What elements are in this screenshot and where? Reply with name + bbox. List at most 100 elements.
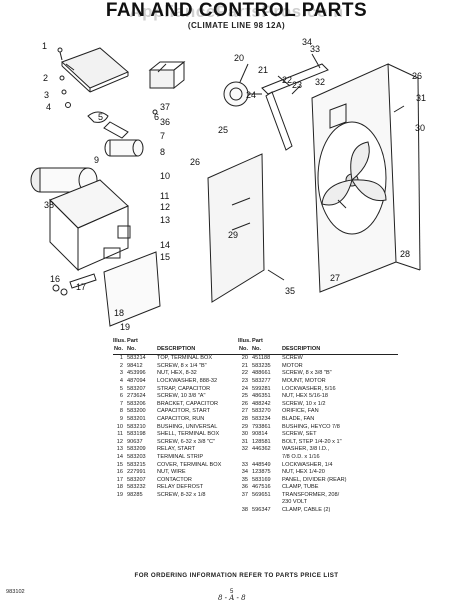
cell-no: 13 (116, 446, 123, 453)
cell-no: 23 (241, 377, 248, 384)
cell-desc: SCREW, SET (282, 431, 317, 438)
page-title: FAN AND CONTROL PARTS (105, 0, 368, 21)
callout-20: 20 (234, 53, 244, 63)
table-row: 4 487094 LOCKWASHER, 888-32 (113, 378, 273, 386)
cell-part: 583277 (252, 377, 271, 384)
callout-13: 13 (160, 215, 170, 225)
cell-desc: SCREW, 10 3/8 "A" (157, 393, 206, 400)
cell-part: 583198 (127, 431, 146, 438)
cell-desc: SCREW, 10 x 1/2 (282, 400, 326, 407)
callout-1: 1 (42, 41, 47, 51)
table-row: 13 583209 RELAY, START (113, 446, 273, 454)
cell-part: 583201 (127, 415, 146, 422)
cell-no: 31 (241, 438, 248, 445)
callout-38: 38 (44, 200, 54, 210)
cell-desc: LOCKWASHER, 1/4 (282, 461, 333, 468)
callout-6: 6 (154, 112, 159, 122)
table-header: Illus.Part No.No.DESCRIPTION (238, 338, 398, 356)
cell-part: 123875 (252, 469, 271, 476)
cell-no: 36 (241, 484, 248, 491)
cell-no: 9 (119, 415, 123, 422)
cell-desc: BOLT, STEP 1/4-20 x 1" (282, 438, 342, 445)
cell-part: 583169 (252, 476, 271, 483)
cell-desc: RELAY, START (157, 446, 196, 453)
callout-14: 14 (160, 240, 170, 250)
cell-no: 4 (119, 377, 123, 384)
cell-part: 596347 (252, 507, 271, 514)
fan-blade-illustration (321, 141, 387, 206)
callout-37: 37 (160, 102, 170, 112)
cell-desc: PANEL, DIVIDER (REAR) (282, 476, 347, 483)
watermark: AppliancePartsPros.com (129, 2, 344, 21)
cell-no: 29 (241, 423, 248, 430)
cell-part: 583209 (127, 446, 146, 453)
cell-no: 27 (241, 408, 248, 415)
cell-part: 793861 (252, 423, 271, 430)
cell-desc: 230 VOLT (282, 499, 308, 506)
cell-no: 21 (241, 362, 248, 369)
callout-23: 23 (292, 80, 302, 90)
callout-3: 3 (44, 90, 49, 100)
cell-desc: STRAP, CAPACITOR (157, 385, 211, 392)
callout-17: 17 (76, 282, 86, 292)
cell-part: 273624 (127, 393, 146, 400)
cell-desc: RELAY DEFROST (157, 484, 204, 491)
run-capacitor-illustration (30, 167, 98, 193)
cell-no: 8 (119, 408, 123, 415)
cell-desc: WASHER, 3/8 I.D., (282, 446, 330, 453)
callout-34: 34 (302, 37, 312, 47)
cell-desc: NUT, HEX 1/4-20 (282, 469, 325, 476)
cell-desc: LOCKWASHER, 888-32 (157, 377, 218, 384)
cell-no: 33 (241, 461, 248, 468)
cell-desc: BUSHING, UNIVERSAL (157, 423, 218, 430)
cell-no: 38 (241, 507, 248, 514)
cell-part: 583210 (127, 423, 146, 430)
cell-part: 583214 (127, 355, 146, 362)
cell-no: 37 (241, 491, 248, 498)
callout-7: 7 (160, 131, 165, 141)
cell-part: 128581 (252, 438, 271, 445)
cell-no: 18 (116, 484, 123, 491)
callout-18: 18 (114, 308, 124, 318)
cell-desc: BLADE, FAN (282, 415, 315, 422)
table-row: 230 VOLT (238, 499, 398, 507)
cell-desc: MOTOR (282, 362, 303, 369)
cell-no: 34 (241, 469, 248, 476)
callout-33: 33 (310, 44, 320, 54)
cell-desc: ORIFICE, FAN (282, 408, 319, 415)
cell-no: 5 (119, 385, 123, 392)
cell-part: 487094 (127, 377, 146, 384)
terminal-box-shell-illustration (49, 179, 129, 272)
cell-part: 583232 (127, 484, 146, 491)
cell-no: 22 (241, 370, 248, 377)
divider-panel-illustration (207, 153, 265, 303)
cell-no: 2 (119, 362, 123, 369)
callout-8: 8 (160, 147, 165, 157)
cell-part: 451188 (252, 355, 271, 362)
callout-32: 32 (315, 77, 325, 87)
cell-no: 20 (241, 355, 248, 362)
cell-desc: TRANSFORMER, 208/ (282, 491, 340, 498)
cell-desc: CLAMP, TUBE (282, 484, 319, 491)
cell-no: 10 (116, 423, 123, 430)
cell-no: 12 (116, 438, 123, 445)
terminal-box-top-illustration (61, 47, 129, 93)
callout-4: 4 (46, 102, 51, 112)
cell-no: 19 (116, 491, 123, 498)
document-code: 983102 (6, 589, 25, 595)
